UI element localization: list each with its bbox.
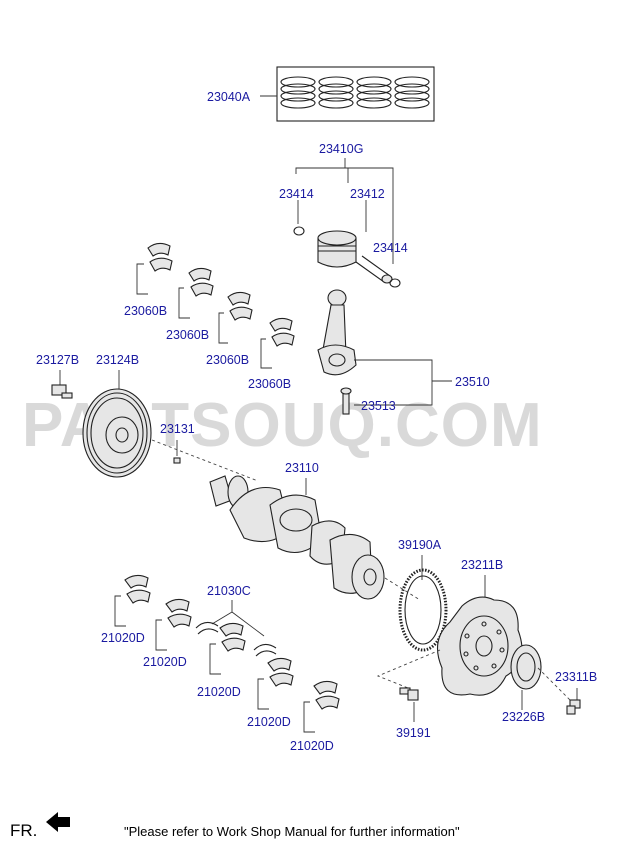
callout-bearing-upper-2[interactable]: 23060B <box>166 328 209 342</box>
callout-snap-ring-right[interactable]: 23414 <box>373 241 408 255</box>
callout-bearing-lower-3[interactable]: 21020D <box>197 685 241 699</box>
callout-damper-pulley[interactable]: 23124B <box>96 353 139 367</box>
callout-bearing-lower-4[interactable]: 21020D <box>247 715 291 729</box>
gear-bolt <box>399 687 419 722</box>
callout-bearing-lower-5[interactable]: 21020D <box>290 739 334 753</box>
crankshaft <box>209 475 385 600</box>
pulley-bolt <box>51 370 73 399</box>
direction-label: FR. <box>10 821 37 840</box>
key <box>173 440 181 464</box>
callout-pulley-bolt[interactable]: 23127B <box>36 353 79 367</box>
ring-gear <box>398 555 448 652</box>
drive-plate <box>436 575 523 696</box>
damper-pulley <box>82 370 152 478</box>
callout-bearing-upper-4[interactable]: 23060B <box>248 377 291 391</box>
plate-axis <box>537 667 571 701</box>
front-arrow-icon <box>46 812 70 832</box>
pulley-axis <box>151 439 259 482</box>
callout-adapter-plate[interactable]: 23226B <box>502 710 545 724</box>
bearing-upper-set <box>136 242 295 369</box>
thrust-washers <box>195 600 277 657</box>
callout-drive-plate[interactable]: 23211B <box>461 558 503 572</box>
callout-ring-gear[interactable]: 39190A <box>398 538 442 552</box>
callout-plate-bolt[interactable]: 23311B <box>555 670 597 684</box>
footer-note: "Please refer to Work Shop Manual for fu… <box>124 824 460 839</box>
callout-bearing-upper-3[interactable]: 23060B <box>206 353 249 367</box>
connecting-rod <box>317 289 452 415</box>
piston-ring-set <box>260 66 435 122</box>
callout-bearing-lower-2[interactable]: 21020D <box>143 655 187 669</box>
gear-bolt-axis <box>376 649 441 689</box>
callout-piston-pin[interactable]: 23412 <box>350 187 385 201</box>
adapter-plate <box>510 644 542 710</box>
callout-rod-bolt[interactable]: 23513 <box>361 399 396 413</box>
callout-bearing-upper-1[interactable]: 23060B <box>124 304 167 318</box>
callout-bearing-lower-1[interactable]: 21020D <box>101 631 145 645</box>
bearing-lower-set <box>114 574 340 733</box>
callout-piston-assy[interactable]: 23410G <box>319 142 363 156</box>
callout-thrust-washer[interactable]: 21030C <box>207 584 251 598</box>
piston-leaders <box>295 158 394 264</box>
callout-crankshaft[interactable]: 23110 <box>285 461 319 475</box>
callout-snap-ring-left[interactable]: 23414 <box>279 187 314 201</box>
callout-connecting-rod[interactable]: 23510 <box>455 375 490 389</box>
callout-gear-bolt[interactable]: 39191 <box>396 726 431 740</box>
piston <box>293 226 401 288</box>
callout-piston-ring-set[interactable]: 23040A <box>207 90 251 104</box>
plate-bolt <box>566 688 581 715</box>
callout-key[interactable]: 23131 <box>160 422 195 436</box>
